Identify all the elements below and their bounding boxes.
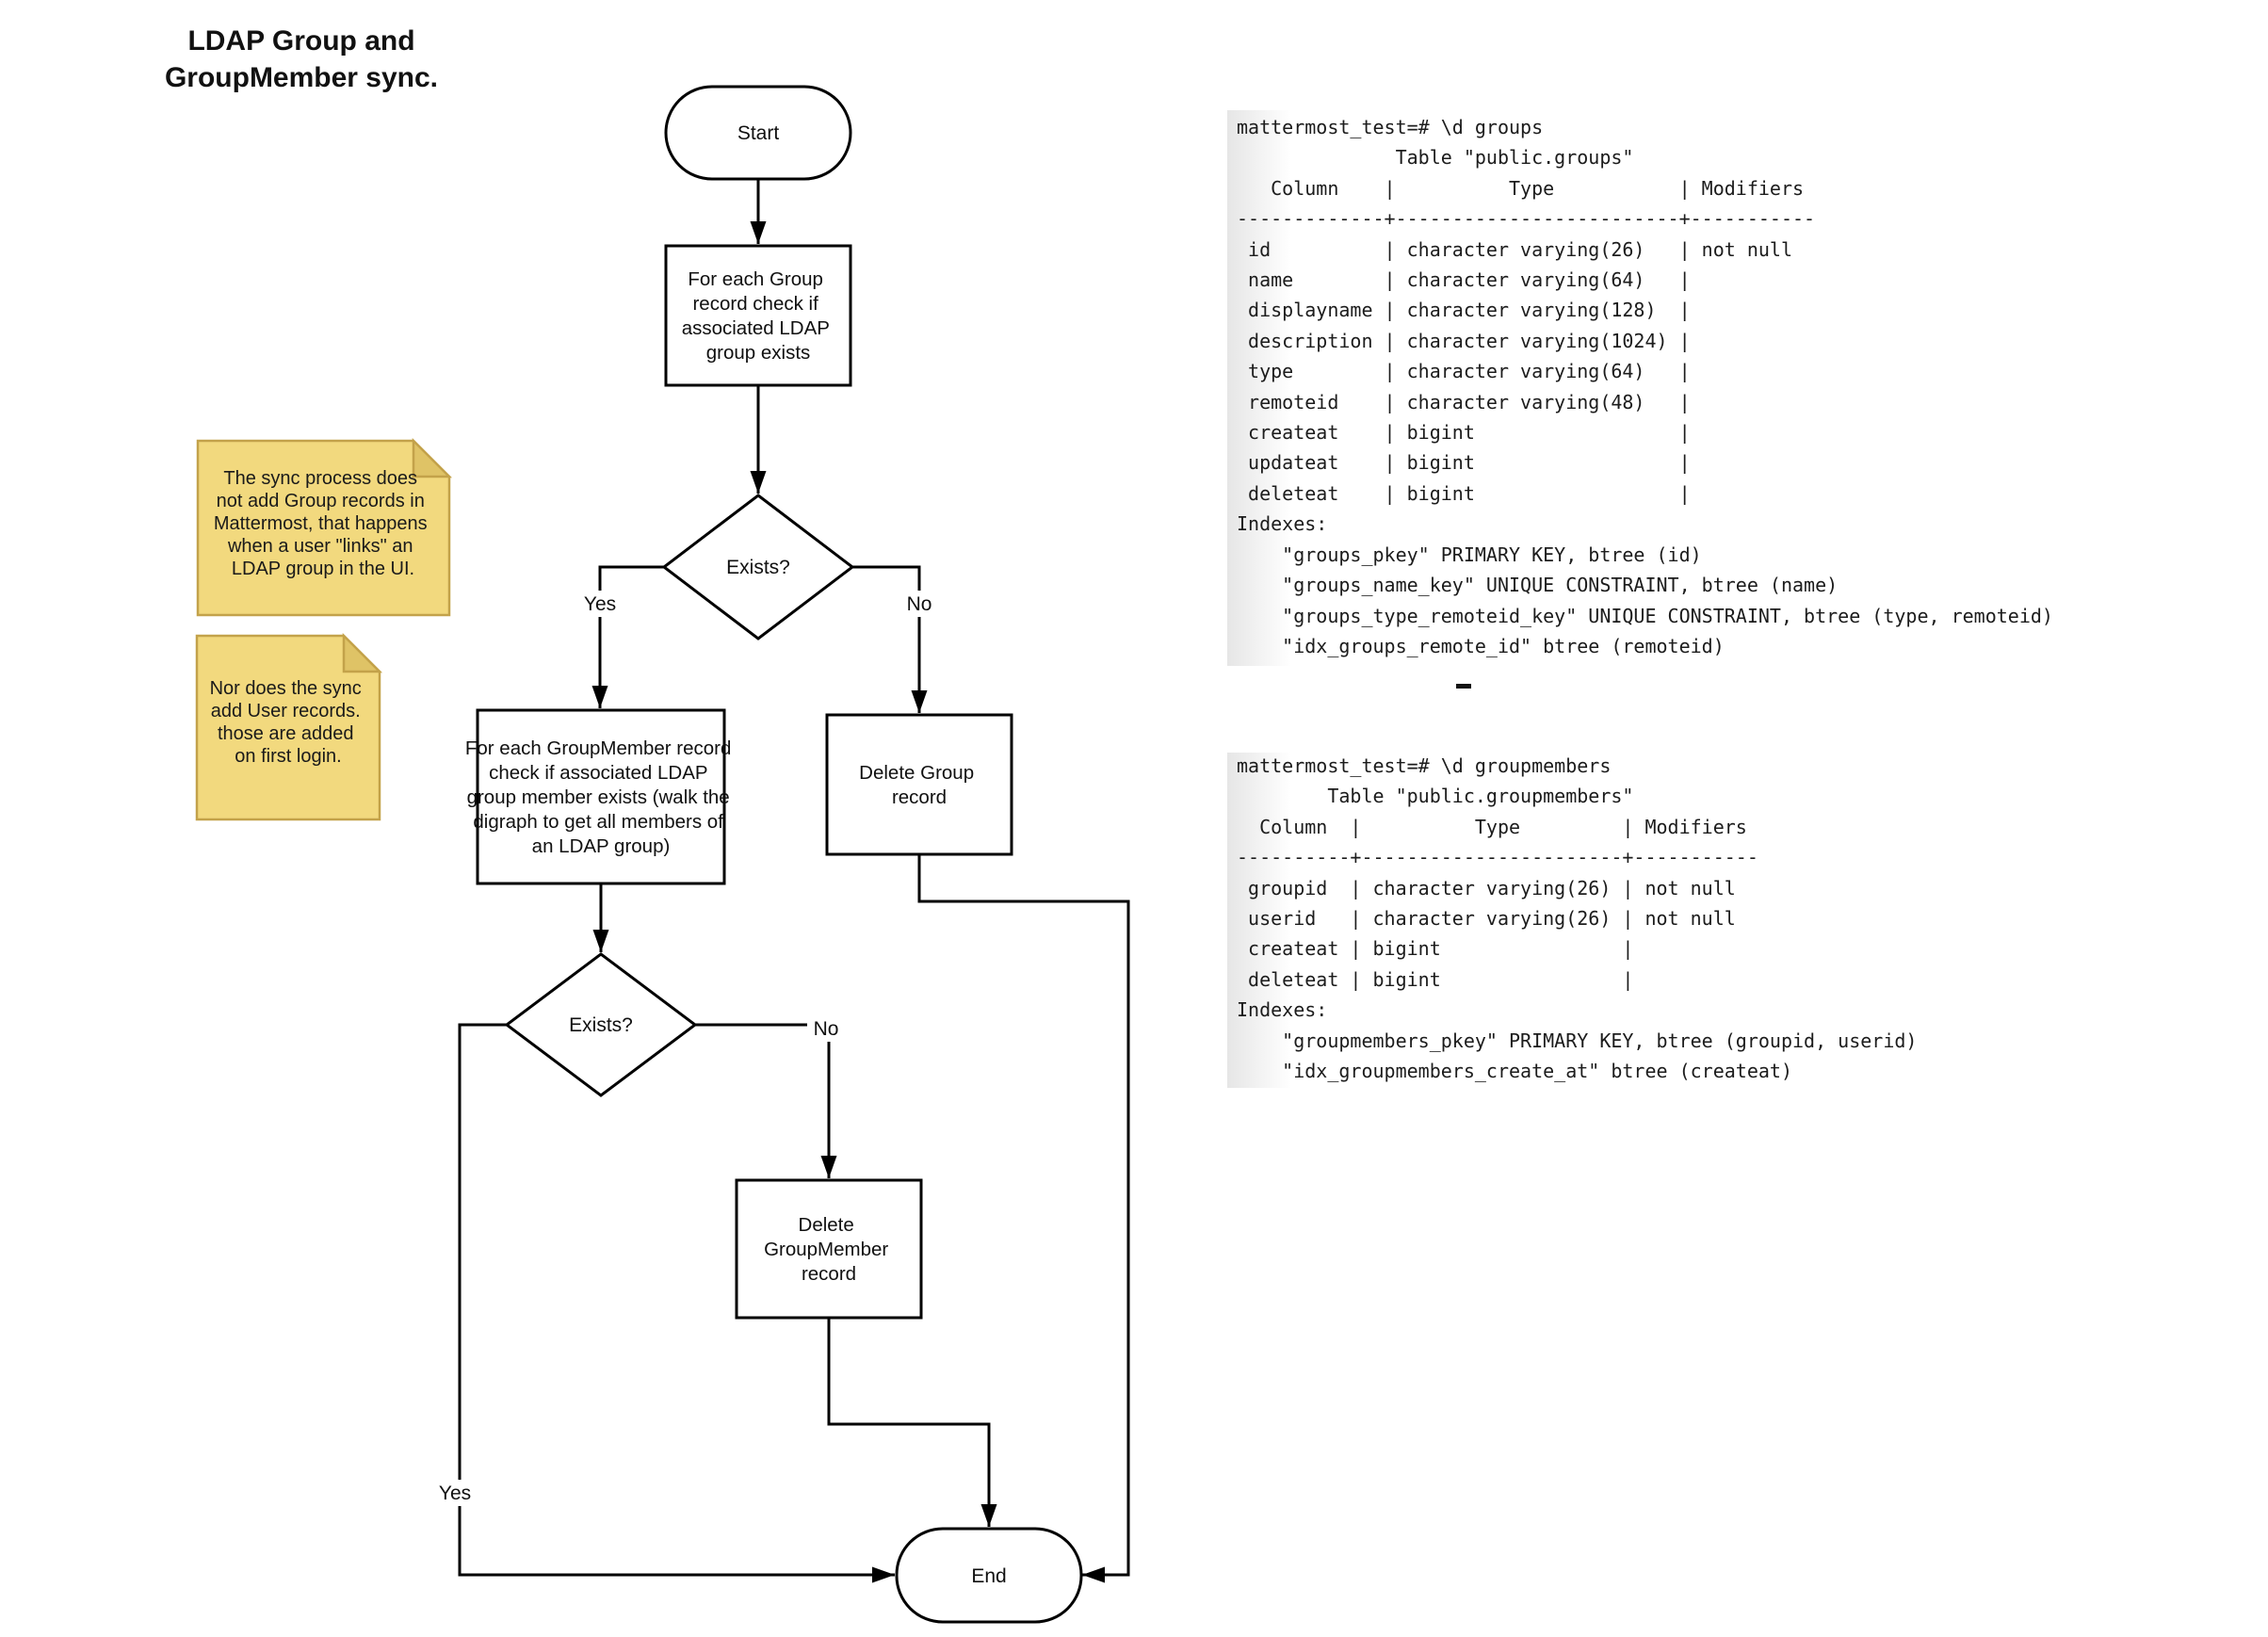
sticky-note-group-text: The sync process does not add Group reco… <box>214 468 432 579</box>
edge-deletegroup-to-end <box>917 854 1130 1583</box>
sticky-note-user-text: Nor does the sync add User records. thos… <box>210 678 367 767</box>
end-node <box>895 1527 1083 1624</box>
edge-decision2-no <box>695 1023 837 1178</box>
process-delete-member <box>735 1178 923 1320</box>
label-no-2: No <box>814 1018 839 1040</box>
sticky-note-group: The sync process does not add Group reco… <box>196 437 453 617</box>
edge-decision1-yes <box>591 565 664 708</box>
start-node <box>664 85 852 181</box>
sticky-note-group-fold-icon <box>412 437 453 478</box>
edge-decision1-no <box>852 565 928 713</box>
label-no-2-bg <box>807 1015 845 1042</box>
process-member-check <box>476 708 726 885</box>
edge-deletemember-to-end <box>827 1318 997 1527</box>
process-delete-group-label: Delete Group record <box>859 762 980 808</box>
process-delete-member-label: Delete GroupMember record <box>764 1214 894 1285</box>
diagram-title: LDAP Group and GroupMember sync. <box>132 23 471 96</box>
psql-output-groups: mattermost_test=# \d groups Table "publi… <box>1237 116 2053 657</box>
decision-exists-2-label: Exists? <box>569 1014 633 1036</box>
start-node-label: Start <box>737 122 780 144</box>
label-yes-1: Yes <box>584 593 616 615</box>
process-member-check-label: For each GroupMember record check if ass… <box>465 737 737 857</box>
process-group-check <box>664 244 852 387</box>
edge-decision2-yes <box>458 1023 895 1583</box>
label-yes-2: Yes <box>439 1483 471 1504</box>
sticky-note-user: Nor does the sync add User records. thos… <box>195 632 383 821</box>
terminal-groups-left-shade <box>1227 110 1291 666</box>
process-delete-group <box>825 713 1013 856</box>
decision-exists-2 <box>504 952 698 1097</box>
label-no-1-bg <box>900 591 938 617</box>
decision-exists-1-label: Exists? <box>726 557 790 578</box>
decision-exists-1 <box>661 494 855 640</box>
diagram-title-line1: LDAP Group and <box>187 25 415 57</box>
label-yes-1-bg <box>576 591 624 617</box>
terminal-groupmembers-left-shade <box>1227 753 1291 1088</box>
sticky-note-user-fold-icon <box>342 632 383 673</box>
end-node-label: End <box>971 1565 1006 1587</box>
process-group-check-label: For each Group record check if associate… <box>682 268 835 364</box>
terminal-cursor-dash <box>1456 684 1471 689</box>
label-no-1: No <box>907 593 932 615</box>
psql-output-groupmembers: mattermost_test=# \d groupmembers Table … <box>1237 754 1918 1083</box>
label-yes-2-bg <box>431 1480 478 1506</box>
diagram-title-line2: GroupMember sync. <box>164 62 439 93</box>
